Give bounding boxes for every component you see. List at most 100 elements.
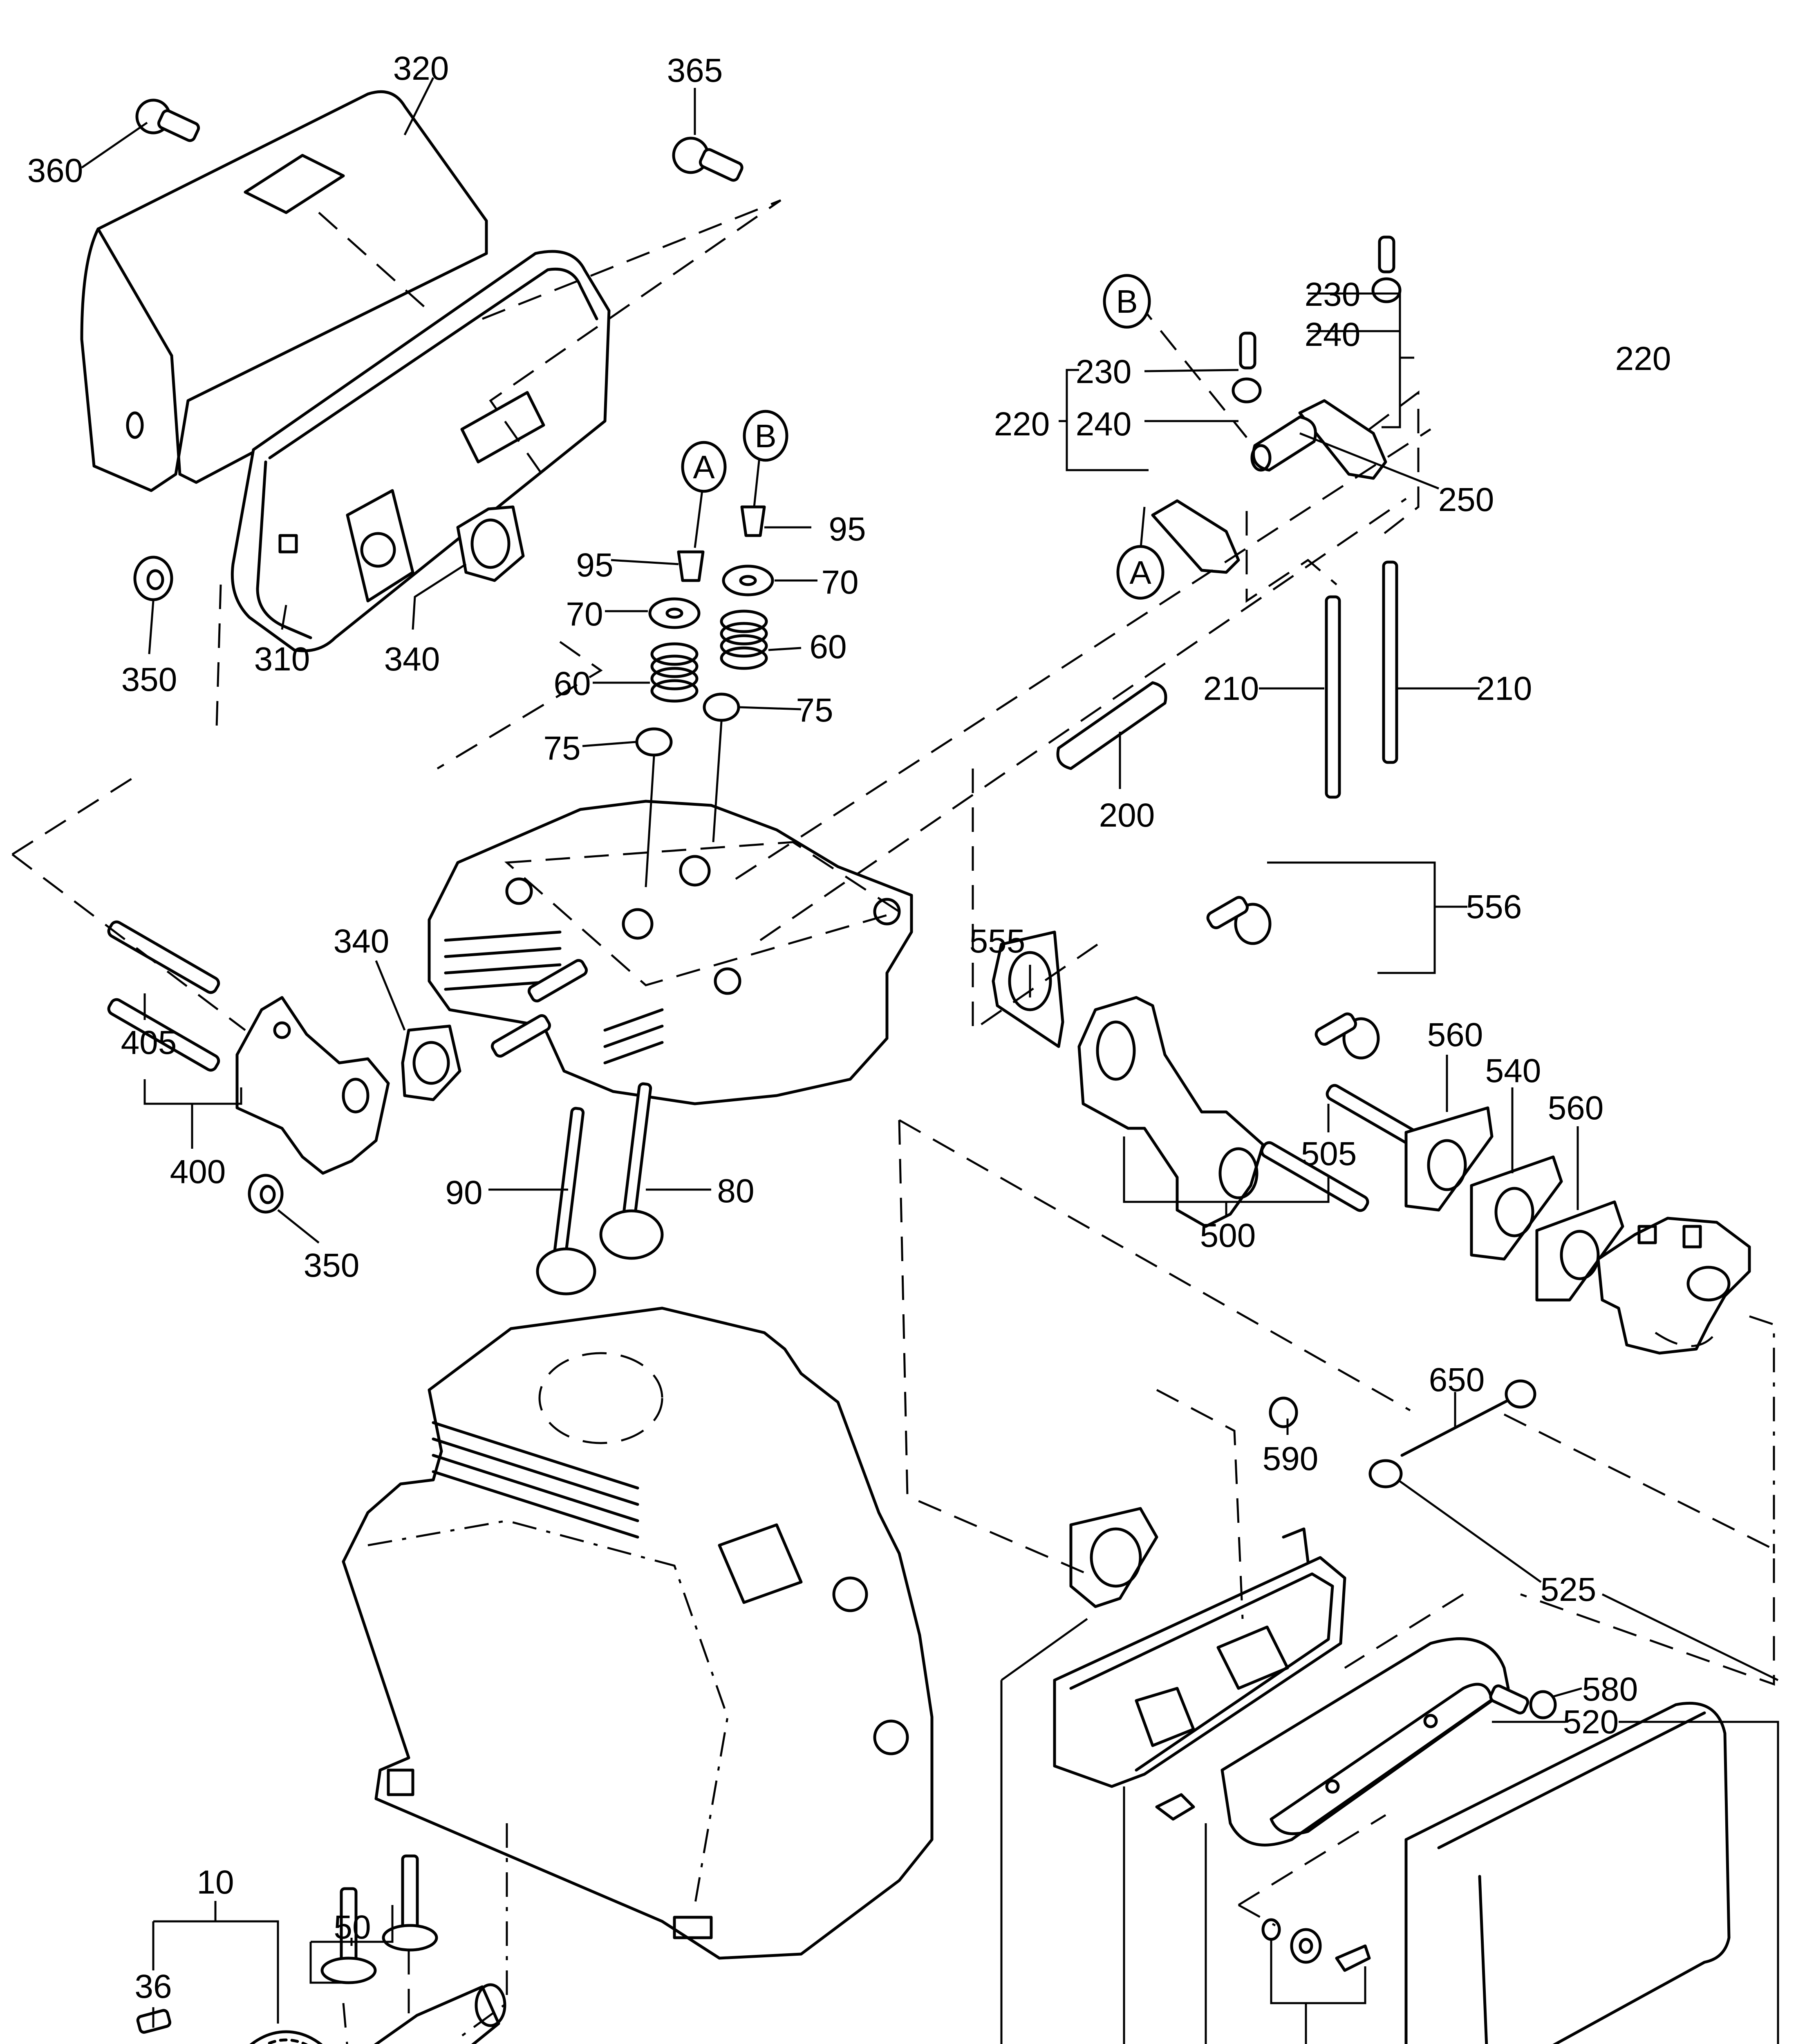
rocker-arm-assemblies-illustration [1151,235,1402,574]
part-label-p70b: 70 [821,564,858,601]
fastener-set-512-illustration [1261,1918,1371,1972]
bolt-580-illustration [1489,1684,1557,1719]
exhaust-valve-illustration [536,1107,596,1295]
part-label-p95b: 95 [829,511,866,548]
callout-A-small: A [681,441,727,493]
callout-letter: A [693,449,715,485]
part-label-p525: 525 [1541,1571,1597,1608]
part-label-p556: 556 [1466,888,1522,926]
head-studs-illustration [490,959,588,1058]
assembly-lines [11,199,1775,2044]
callout-circle [1103,274,1151,329]
part-label-p590: 590 [1263,1440,1319,1477]
grommet-525-illustration [1368,1459,1403,1488]
spring-retainers-illustration [648,565,774,629]
part-label-p210a: 210 [1203,670,1259,707]
valve-keepers-illustration [677,505,766,582]
part-label-p10: 10 [197,1864,234,1901]
part-label-p505: 505 [1301,1135,1357,1172]
part-label-p500: 500 [1200,1217,1256,1254]
tappets-50-illustration [320,1854,438,1984]
callout-letter: B [1116,283,1138,320]
callout-letter: A [1129,554,1151,591]
valve-springs-illustration [650,610,768,703]
gasket-2-illustration [1069,1507,1158,1608]
gaskets-540-560-illustration [1404,1106,1624,1302]
cam-gear-illustration [249,2030,323,2044]
nut-350-top-illustration [133,556,173,601]
part-label-p250: 250 [1438,481,1494,518]
part-label-p230a: 230 [1076,353,1132,390]
part-label-p90: 90 [445,1174,482,1211]
part-label-p36: 36 [134,1968,172,2005]
part-label-p220b: 220 [1615,340,1671,377]
callout-B-small: B [743,410,788,462]
part-label-p560b: 560 [1548,1089,1604,1127]
part-label-p210b: 210 [1476,670,1532,707]
part-label-p320: 320 [393,50,449,87]
part-label-p340a: 340 [384,641,440,678]
callout-circle [681,441,727,493]
part-label-p240b: 240 [1305,316,1361,353]
oil-gauge-650-illustration [1400,1379,1536,1457]
pin-200-illustration [1056,681,1167,770]
callout-circle [1116,545,1164,600]
part-label-p230b: 230 [1305,276,1361,313]
push-rods-illustration [1325,560,1398,799]
nut-590-illustration [1269,1396,1298,1428]
intake-valve-illustration [599,1082,664,1260]
carburetor-illustration [1597,1217,1751,1355]
crankcase-illustration [342,1307,934,1960]
callout-A-large: A [1116,545,1164,600]
part-label-p75a: 75 [543,730,580,767]
air-cleaner-base-illustration [1053,1527,1346,1788]
callout-B-large: B [1103,274,1151,329]
part-label-p405: 405 [121,1024,177,1061]
part-label-p240a: 240 [1076,406,1132,443]
part-label-p540: 540 [1485,1052,1541,1089]
part-label-p365: 365 [667,52,723,89]
callout-letter: B [755,418,776,454]
gasket-555-illustration [992,930,1064,1048]
washers-75-illustration [635,693,740,757]
callout-circle [743,410,788,462]
air-cleaner-cover-illustration [1404,1701,1731,2044]
gasket-340-middle-illustration [401,1024,461,1101]
part-label-p520: 520 [1563,1703,1619,1741]
gasket-340-top-illustration [456,505,525,582]
wing-nut-514-illustration [1155,1793,1195,1821]
bolt-360-illustration [135,99,200,142]
fittings-556-illustration [1206,896,1380,1060]
leader-lines [81,77,1779,2044]
part-label-p220a: 220 [994,406,1050,443]
part-label-p560a: 560 [1427,1016,1483,1053]
bolt-365-illustration [672,137,743,182]
nut-350-middle-illustration [248,1174,284,1214]
part-label-p555: 555 [970,923,1026,960]
studs-405-illustration [107,920,220,1072]
part-label-p580: 580 [1582,1671,1638,1708]
part-label-p60a: 60 [553,665,591,702]
part-label-p60b: 60 [809,628,846,666]
callout-circles: A B B A [681,274,1164,600]
part-label-p80: 80 [717,1172,754,1210]
part-label-p350b: 350 [304,1247,360,1284]
part-label-p360: 360 [27,152,83,189]
rocker-shaft-illustration [1250,415,1317,472]
part-label-p400: 400 [170,1153,226,1190]
part-label-p340b: 340 [334,923,390,960]
rocker-cover-inner-illustration [231,250,611,652]
part-label-p70a: 70 [566,596,603,633]
part-label-p650: 650 [1429,1361,1485,1399]
exhaust-manifold-illustration [235,996,390,1175]
part-label-p75b: 75 [796,692,833,729]
part-label-p200: 200 [1099,797,1155,834]
camshaft-illustration [374,1983,506,2044]
part-label-p50: 50 [334,1909,371,1946]
intake-manifold-illustration [1077,996,1265,1228]
part-label-p95a: 95 [576,547,613,584]
part-label-p310: 310 [254,641,310,678]
part-label-p350a: 350 [121,661,177,698]
